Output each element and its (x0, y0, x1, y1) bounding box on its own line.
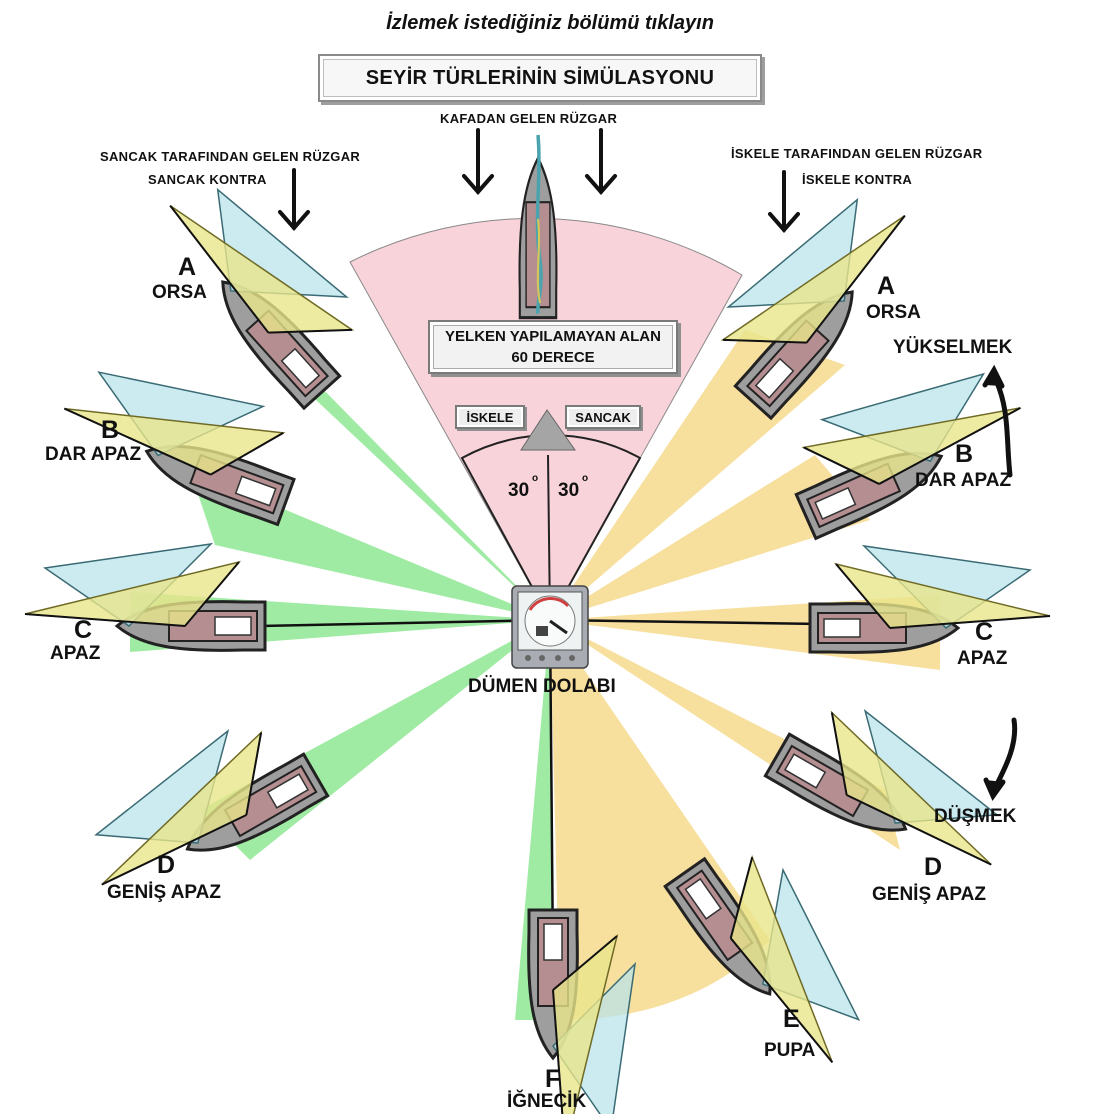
sector-darapaz-right[interactable] (550, 455, 870, 620)
point-name-orsa-right[interactable]: ORSA (866, 302, 921, 323)
port-wind-label: İSKELE TARAFINDAN GELEN RÜZGAR (731, 146, 983, 161)
bow-pointer-icon (520, 409, 576, 451)
sailboat-icon[interactable] (518, 134, 558, 320)
down-arrow-icon (462, 128, 494, 196)
no-sail-zone-button[interactable]: YELKEN YAPILAMAYAN ALAN 60 DERECE (428, 320, 678, 374)
point-name-pupa[interactable]: PUPA (764, 1040, 816, 1061)
starboard-wind-label: SANCAK TARAFINDAN GELEN RÜZGAR (100, 149, 361, 164)
point-letter-c-left[interactable]: C (74, 616, 93, 644)
instrument-icon[interactable] (511, 585, 589, 669)
sector-orsa-left[interactable] (255, 320, 550, 620)
curved-arrow-icon (983, 717, 1018, 802)
port-button[interactable]: İSKELE (455, 405, 525, 429)
sailboat-icon[interactable] (808, 545, 1051, 654)
instruction-text: İzlemek istediğiniz bölümü tıklayın (386, 12, 714, 34)
point-letter-b-left[interactable]: B (101, 416, 120, 444)
degree-symbol-left: o (532, 473, 538, 484)
point-name-apaz-right[interactable]: APAZ (957, 648, 1008, 669)
bear-away-label: DÜŞMEK (934, 806, 1017, 827)
angle-right-label: 30 (558, 480, 580, 501)
point-name-apaz-left[interactable]: APAZ (50, 643, 101, 664)
port-tack-label: İSKELE KONTRA (802, 172, 913, 187)
down-arrow-icon (278, 168, 310, 232)
no-sail-line2: 60 DERECE (511, 349, 595, 366)
point-letter-e[interactable]: E (783, 1005, 800, 1033)
simulation-button[interactable]: SEYİR TÜRLERİNİN SİMÜLASYONU (318, 54, 762, 102)
sailboat-icon[interactable] (763, 684, 1028, 896)
sailboat-icon[interactable] (24, 543, 267, 652)
down-arrow-icon (585, 128, 617, 196)
point-letter-d-left[interactable]: D (157, 851, 176, 879)
point-name-orsa-left[interactable]: ORSA (152, 282, 207, 303)
no-sail-line1: YELKEN YAPILAMAYAN ALAN (445, 328, 661, 345)
point-letter-a-right[interactable]: A (877, 272, 896, 300)
head-wind-label: KAFADAN GELEN RÜZGAR (440, 111, 618, 126)
point-letter-a-left[interactable]: A (178, 253, 197, 281)
helm-label: DÜMEN DOLABI (468, 676, 616, 697)
point-letter-f[interactable]: F (545, 1065, 561, 1093)
point-letter-d-right[interactable]: D (924, 853, 943, 881)
point-name-ignecik[interactable]: İĞNECİK (507, 1091, 587, 1112)
point-letter-c-right[interactable]: C (975, 618, 994, 646)
point-letter-b-right[interactable]: B (955, 440, 974, 468)
point-name-genisapaz-left[interactable]: GENİŞ APAZ (107, 882, 222, 903)
starboard-tack-label: SANCAK KONTRA (148, 172, 267, 187)
down-arrow-icon (768, 170, 800, 234)
luff-up-label: YÜKSELMEK (893, 337, 1013, 358)
curved-arrow-icon (982, 364, 1013, 478)
point-name-darapaz-right[interactable]: DAR APAZ (915, 470, 1012, 491)
angle-left-label: 30 (508, 480, 530, 501)
degree-symbol-right: o (582, 473, 588, 484)
starboard-button[interactable]: SANCAK (565, 405, 641, 429)
point-name-darapaz-left[interactable]: DAR APAZ (45, 444, 142, 465)
point-name-genisapaz-right[interactable]: GENİŞ APAZ (872, 884, 987, 905)
radial-lines (259, 618, 823, 961)
